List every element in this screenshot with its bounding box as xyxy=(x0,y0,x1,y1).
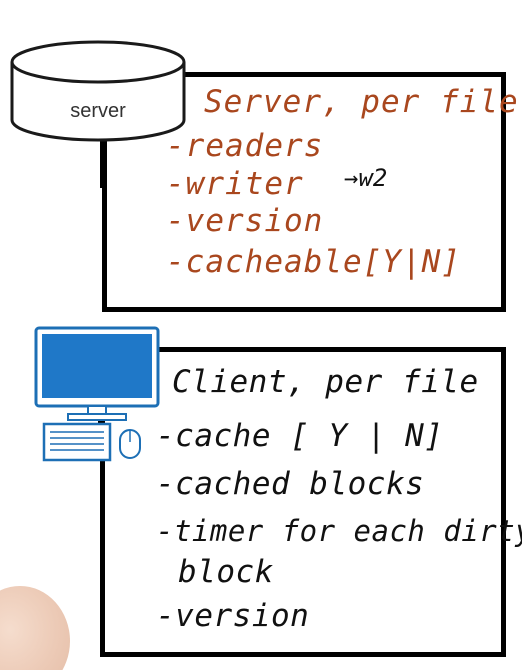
server-item-readers: -readers xyxy=(166,128,324,164)
server-item-cacheable: -cacheable[Y|N] xyxy=(166,244,461,280)
server-item-version: -version xyxy=(166,203,324,239)
server-database-icon xyxy=(10,40,186,142)
client-item-block: block xyxy=(178,554,274,590)
client-file-state-box xyxy=(100,347,506,657)
client-item-cache: -cache [ Y | N] xyxy=(156,418,444,454)
client-item-cached-blocks: -cached blocks xyxy=(156,466,425,502)
client-item-version: -version xyxy=(156,598,310,634)
presenter-finger xyxy=(0,586,70,670)
server-box-title: Server, per file xyxy=(204,84,519,120)
computer-icon xyxy=(34,326,160,462)
client-box-title: Client, per file xyxy=(172,364,479,400)
server-item-writer: -writer xyxy=(166,166,304,202)
server-icon-label: server xyxy=(70,100,126,122)
writer-arrow-note: →w2 xyxy=(344,164,388,192)
client-item-timer: -timer for each dirty xyxy=(156,514,522,548)
